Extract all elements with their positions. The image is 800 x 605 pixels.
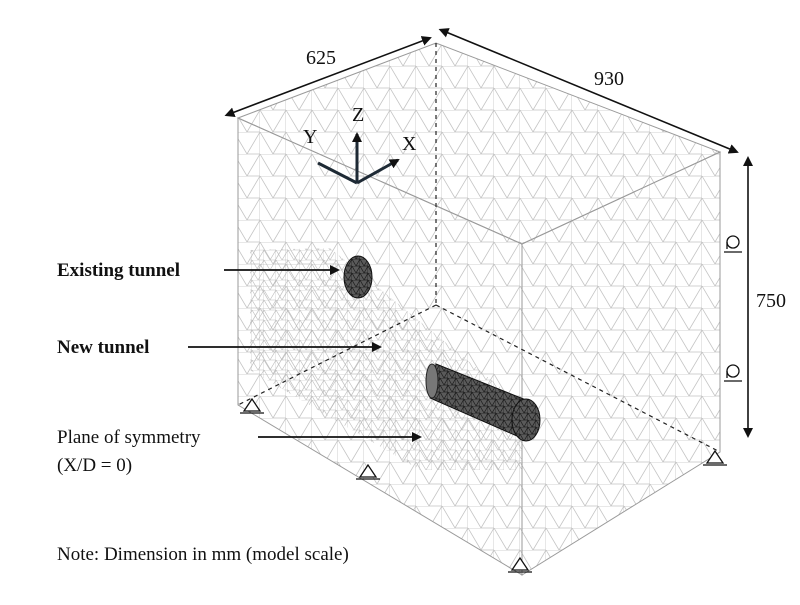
- dim-arrow-length: [438, 28, 739, 154]
- axis-z-label: Z: [352, 104, 364, 126]
- axis-x-arrow: [356, 158, 400, 185]
- existing-tunnel-shape: [343, 255, 373, 299]
- new-tunnel-label: New tunnel: [57, 337, 149, 358]
- mesh-box: [236, 42, 722, 576]
- plane-label-line2: (X/D = 0): [57, 455, 132, 476]
- axis-triad: Z X Y: [303, 104, 417, 185]
- hidden-edge-right: [435, 304, 721, 453]
- support-pin-bottom: [508, 556, 532, 573]
- axis-y-arrow: [317, 161, 358, 185]
- hidden-edge-left: [237, 304, 437, 406]
- support-pin-middle: [356, 463, 380, 480]
- support-roller-right-lower: [724, 364, 742, 382]
- support-pin-left: [240, 397, 264, 414]
- dim-length: 930: [594, 68, 624, 90]
- axis-x-label: X: [402, 133, 417, 155]
- dim-arrow-depth: [224, 36, 432, 117]
- dim-depth: 625: [306, 47, 336, 69]
- refined-mesh-zone: [250, 248, 522, 470]
- dim-height: 750: [756, 290, 786, 312]
- dimension-note: Note: Dimension in mm (model scale): [57, 544, 349, 565]
- support-pin-right: [703, 449, 727, 466]
- axis-y-label: Y: [303, 126, 317, 148]
- support-roller-right-upper: [724, 235, 742, 253]
- existing-tunnel-label: Existing tunnel: [57, 260, 180, 281]
- new-tunnel-shape: [425, 363, 541, 442]
- plane-label-line1: Plane of symmetry: [57, 427, 201, 448]
